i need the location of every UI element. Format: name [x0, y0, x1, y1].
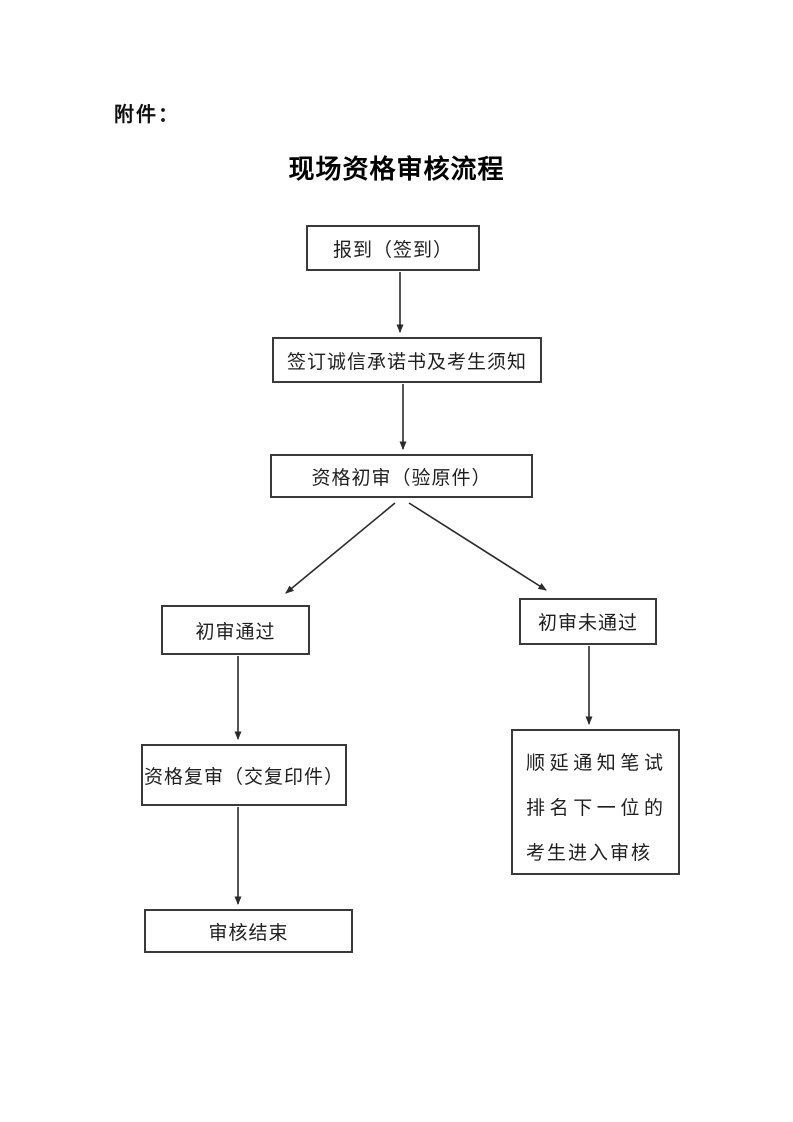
flow-node-end: 审核结束 [144, 909, 353, 953]
flow-node-pass: 初审通过 [161, 605, 310, 655]
page-title: 现场资格审核流程 [288, 154, 505, 184]
flow-node-fail: 初审未通过 [519, 598, 657, 645]
flow-node-checkin: 报到（签到） [306, 225, 480, 271]
flow-node-commitment: 签订诚信承诺书及考生须知 [272, 337, 542, 383]
flow-node-recheck: 资格复审（交复印件） [141, 744, 347, 806]
flow-node-initial-review: 资格初审（验原件） [270, 454, 533, 498]
arrow-initial-review-to-pass [285, 502, 396, 594]
flow-node-next-candidate: 顺延通知笔试排名下一位的考生进入审核 [511, 729, 680, 875]
attachment-label: 附件： [114, 104, 180, 126]
arrow-initial-review-to-fail [408, 502, 547, 591]
